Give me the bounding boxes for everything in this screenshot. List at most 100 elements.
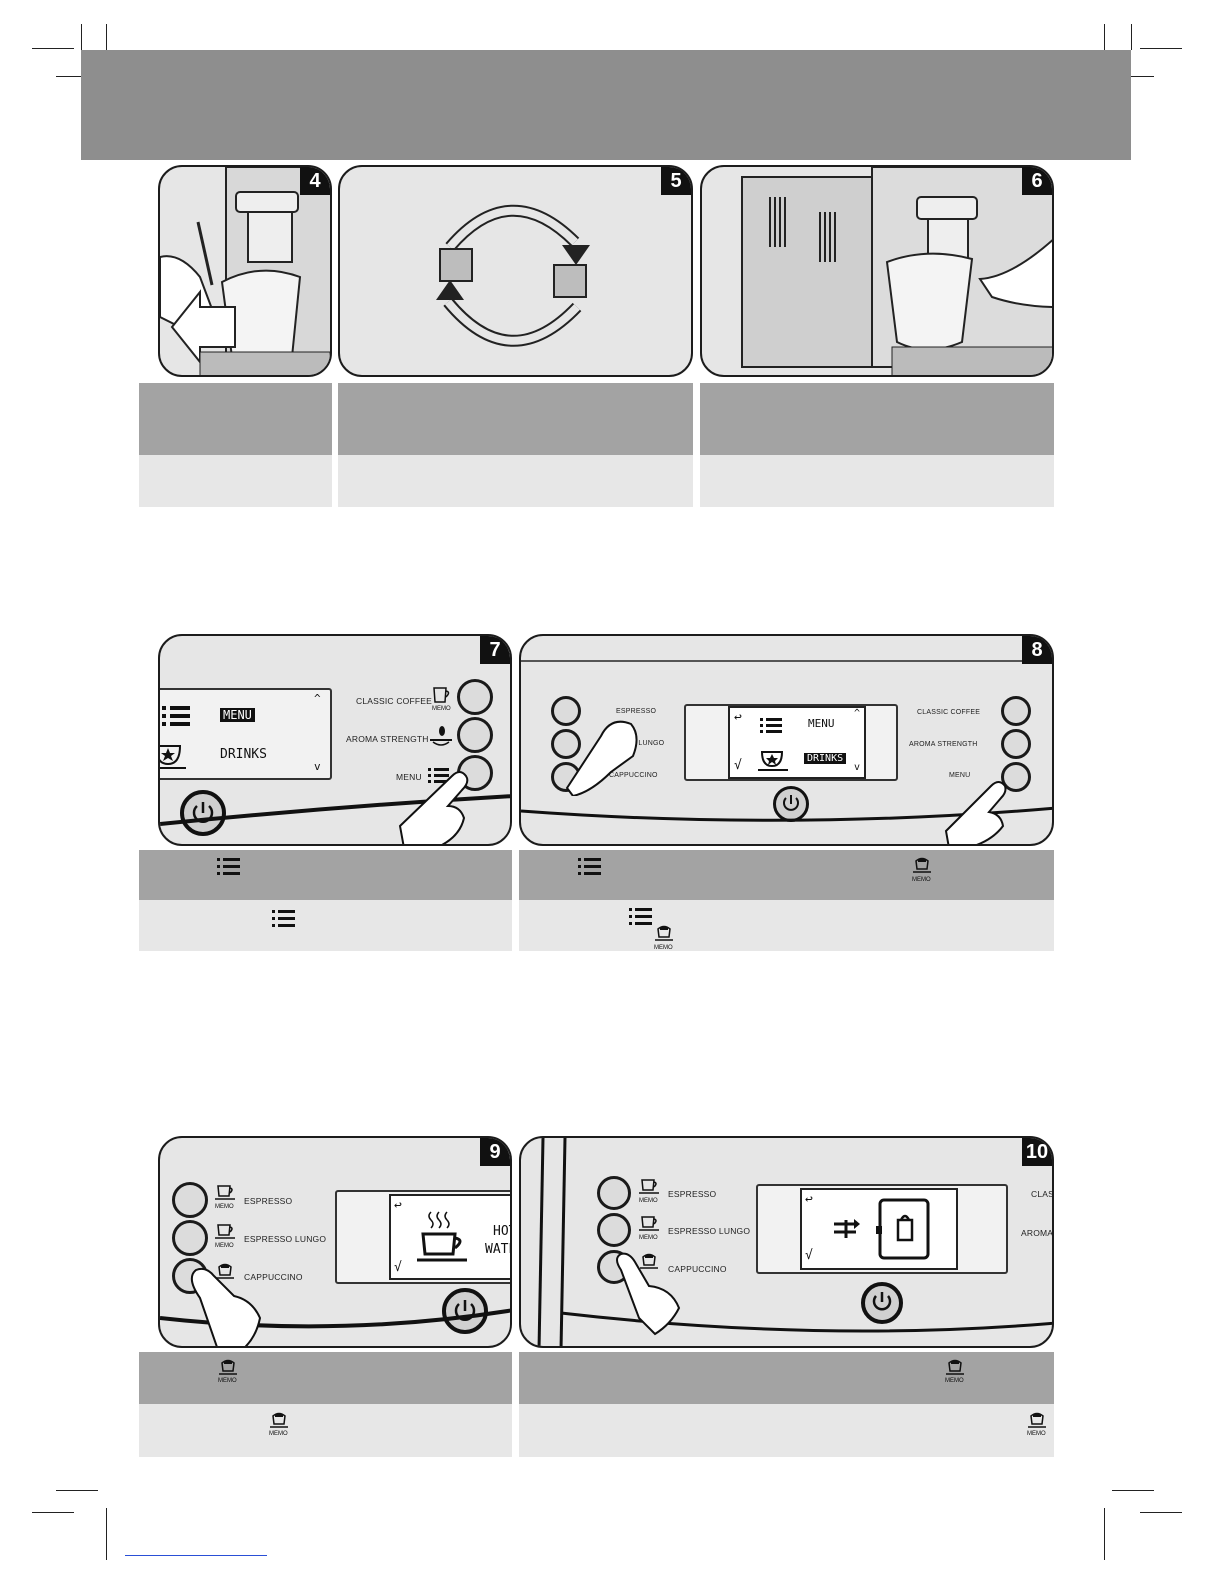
header-bar [81,50,1131,160]
step-8-title-band: MEMO [519,850,1054,900]
step-number: 9 [480,1138,510,1166]
step-4-title-band [139,383,332,455]
check-mark: √ [734,758,742,773]
step-4-illustration: 4 [158,165,332,377]
cappuccino-memo-icon [640,1253,658,1269]
espresso-label: ESPRESSO [616,708,657,715]
cup-icon [639,1179,659,1194]
power-button[interactable] [180,790,226,836]
panel-edge-line [521,660,1052,662]
espresso-lungo-button[interactable] [172,1220,208,1256]
lcd-water-label: WATE [485,1242,510,1257]
memo-label: MEMO [269,1431,288,1437]
cappuccino-memo-icon [655,925,673,941]
espresso-lungo-button[interactable] [597,1213,631,1247]
crop-mark [32,48,74,49]
cappuccino-memo-icon [946,1359,964,1375]
cappuccino-memo-icon [270,1412,288,1428]
menu-label: MENU [396,772,422,782]
step-number: 4 [300,167,330,195]
step-4-text-band [139,455,332,507]
memo-label: MEMO [654,945,673,951]
aroma-strength-button[interactable] [457,717,493,753]
classic-coffee-label: CLASSIC COFFEE [917,709,981,716]
espresso-button[interactable] [551,696,581,726]
memo-label: MEMO [945,1378,964,1384]
lcd-drinks-label: DRINKS [804,753,847,764]
aroma-strength-button[interactable] [1001,729,1031,759]
aroma-strength-label: AROMA STRENGTH [346,734,429,744]
cup-icon [639,1216,659,1231]
crop-mark [1104,1508,1105,1560]
classic-coffee-button[interactable] [457,679,493,715]
cappuccino-memo-icon [913,857,931,873]
memo-label: MEMO [1027,1431,1046,1437]
step-5-illustration: 5 [338,165,693,377]
footer-link-underline [125,1555,267,1556]
cup-icon [433,687,450,703]
hot-water-cup-icon [417,1211,467,1262]
step-8-text-band: MEMO [519,900,1054,951]
back-arrow-icon: ↩ [805,1192,813,1207]
display-inner: ↩ √ [800,1188,958,1270]
aroma-strength-label: AROMA STRENGTH [909,741,978,748]
crop-mark [106,1508,107,1560]
espresso-button[interactable] [597,1176,631,1210]
menu-list-icon [629,908,652,925]
memo-label: MEMO [639,1235,658,1241]
memo-label: MEMO [218,1378,237,1384]
step-number: 8 [1022,636,1052,664]
step-5-text-band [338,455,693,507]
classic-coffee-button[interactable] [1001,696,1031,726]
scroll-up-icon: ^ [314,692,321,705]
classic-coffee-label: CLASS [1031,1189,1054,1199]
menu-label: MENU [949,772,971,779]
crop-mark [1140,48,1182,49]
step-5-title-band [338,383,693,455]
espresso-button[interactable] [172,1182,208,1218]
step-9-text-band: MEMO [139,1404,512,1457]
menu-list-icon [272,910,295,927]
back-arrow-icon: ↩ [394,1198,402,1213]
dispense-arrows-icon [834,1219,860,1238]
display-screen: ↩ MENU DRINKS √ ^ v [684,704,898,781]
memo-label: MEMO [215,1243,234,1249]
cycle-arrows-diagram [436,204,590,347]
crop-mark [1112,76,1154,77]
crop-mark [1112,1490,1154,1491]
power-button[interactable] [861,1282,903,1324]
step-9-title-band: MEMO [139,1352,512,1404]
crop-mark [1140,1512,1182,1513]
espresso-lungo-button[interactable] [551,729,581,759]
power-button[interactable] [442,1288,488,1334]
pressing-finger-illustration [521,781,1052,844]
step-9-illustration: MEMO MEMO ESPRESSO ESPRESSO LUNGO CAPPUC… [158,1136,512,1348]
step-10-text-band: MEMO [519,1404,1054,1457]
step-6-title-band [700,383,1054,455]
lcd-menu-label: MENU [220,708,255,722]
crop-mark [32,1512,74,1513]
power-icon [872,1292,892,1311]
lcd-hot-label: HOT [493,1224,510,1239]
power-icon [783,795,799,811]
display-inner: ↩ MENU DRINKS √ ^ v [728,706,866,779]
scroll-up-icon: ^ [854,708,861,719]
cup-icon [215,1185,235,1200]
step-8-illustration: ESPRESSO ESSO LUNGO CAPPUCCINO ↩ MENU DR… [519,634,1054,846]
menu-list-icon [578,858,601,875]
crop-mark [81,24,82,50]
cappuccino-label: CAPPUCCINO [668,1264,727,1274]
step-7-illustration: MENU DRINKS ^ v CLASSIC COFFEE AROMA STR… [158,634,512,846]
pressing-finger-illustration [560,1252,1052,1336]
display-screen: ↩ √ [756,1184,1008,1274]
step-number: 6 [1022,167,1052,195]
espresso-label: ESPRESSO [668,1189,717,1199]
power-button[interactable] [773,786,809,822]
power-icon [454,1300,476,1321]
pressing-finger-illustration [160,771,510,844]
machine-edge-illustration [537,1138,567,1346]
menu-list-icon [760,718,782,733]
memo-label: MEMO [639,1198,658,1204]
espresso-lungo-label: ESSO LUNGO [616,740,665,747]
espresso-lungo-label: ESPRESSO LUNGO [244,1234,327,1244]
